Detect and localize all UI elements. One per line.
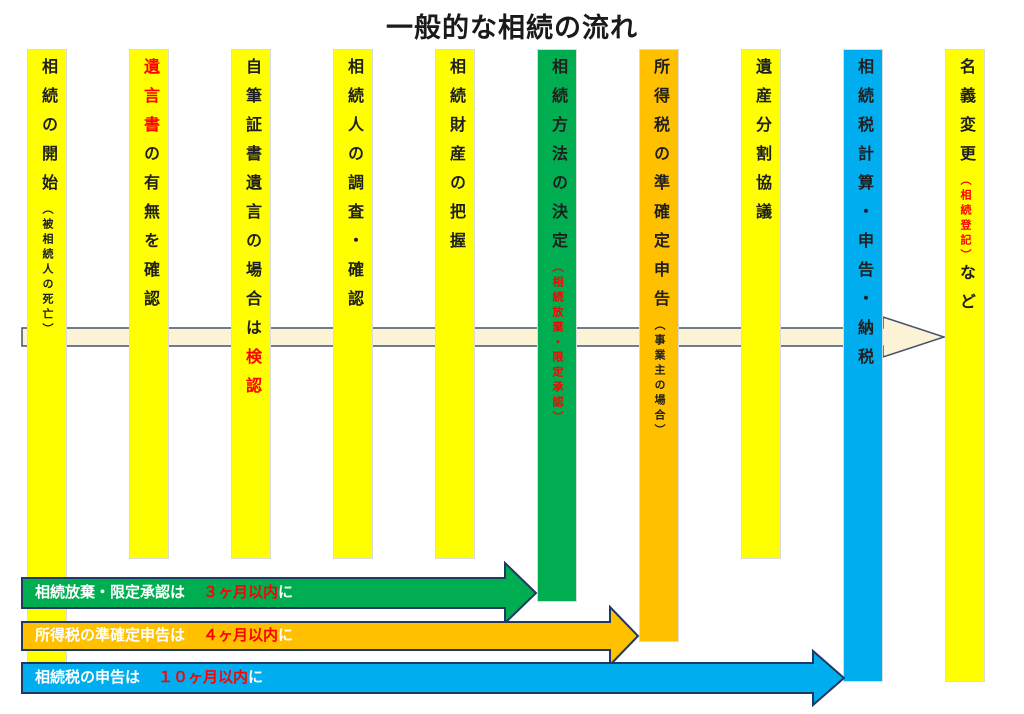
deadline-prefix-text: 所得税の準確定申告は xyxy=(35,627,186,644)
deadline-prefix-text: 相続税の申告は xyxy=(35,669,141,686)
step-heir-investigation-label: 相続人の調査・確認 xyxy=(334,50,372,558)
step-text-part: 遺言書 xyxy=(141,58,158,145)
deadline-4-months-arrow xyxy=(21,604,640,668)
step-holograph-will-probate-column: 自筆証書遺言の場合は検認 xyxy=(231,49,271,559)
step-inheritance-start-column: 相続の開始（被相続人の死亡） xyxy=(27,49,67,662)
step-will-existence-check-label: 遺言書の有無を確認 xyxy=(130,50,168,558)
step-asset-assessment-column: 相続財産の把握 xyxy=(435,49,475,559)
step-method-decision-column: 相続方法の決定（相続放棄・限定承認） xyxy=(537,49,577,602)
step-text-part: 相続方法の決定 xyxy=(549,58,566,261)
step-text-part: 自筆証書遺言の場合は xyxy=(243,58,260,348)
step-income-tax-quasi-final-return-label: 所得税の準確定申告（事業主の場合） xyxy=(640,50,678,641)
step-inheritance-tax-calc-file-pay-column: 相続税計算・申告・納税 xyxy=(843,49,883,682)
step-estate-division-agreement-column: 遺産分割協議 xyxy=(741,49,781,559)
step-text-part: 遺産分割協議 xyxy=(753,58,770,232)
step-text-part: （相続登記） xyxy=(959,174,971,264)
step-method-decision-label: 相続方法の決定（相続放棄・限定承認） xyxy=(538,50,576,601)
step-estate-division-agreement-label: 遺産分割協議 xyxy=(742,50,780,558)
step-text-part: 所得税の準確定申告 xyxy=(651,58,668,319)
deadline-4-months-label: 所得税の準確定申告は ４ヶ月以内に xyxy=(35,625,293,647)
deadline-3-months-label: 相続放棄・限定承認は ３ヶ月以内に xyxy=(35,582,293,604)
step-text-part: など xyxy=(957,264,974,322)
deadline-suffix-text: に xyxy=(248,669,264,686)
deadline-period-text: ４ヶ月以内 xyxy=(203,627,279,644)
deadline-10-months-label: 相続税の申告は １０ヶ月以内に xyxy=(35,667,263,689)
step-text-part: 相続人の調査・確認 xyxy=(345,58,362,319)
deadline-prefix-text: 相続放棄・限定承認は xyxy=(35,584,186,601)
step-holograph-will-probate-label: 自筆証書遺言の場合は検認 xyxy=(232,50,270,558)
step-name-change-label: 名義変更（相続登記）など xyxy=(946,50,984,681)
step-inheritance-start-label: 相続の開始（被相続人の死亡） xyxy=(28,50,66,661)
step-text-part: （事業主の場合） xyxy=(653,319,665,439)
deadline-period-text: １０ヶ月以内 xyxy=(158,669,249,686)
step-text-part: （相続放棄・限定承認） xyxy=(551,261,563,426)
deadline-suffix-text: に xyxy=(278,584,294,601)
deadline-10-months-arrow xyxy=(21,648,846,708)
step-text-part: （被相続人の死亡） xyxy=(41,203,53,338)
step-text-part: 名義変更 xyxy=(957,58,974,174)
page-title: 一般的な相続の流れ xyxy=(386,13,638,43)
step-will-existence-check-column: 遺言書の有無を確認 xyxy=(129,49,169,559)
step-income-tax-quasi-final-return-column: 所得税の準確定申告（事業主の場合） xyxy=(639,49,679,642)
step-text-part: 検認 xyxy=(243,348,260,406)
step-text-part: 相続の開始 xyxy=(39,58,56,203)
deadline-suffix-text: に xyxy=(278,627,294,644)
deadline-period-text: ３ヶ月以内 xyxy=(203,584,279,601)
step-asset-assessment-label: 相続財産の把握 xyxy=(436,50,474,558)
step-heir-investigation-column: 相続人の調査・確認 xyxy=(333,49,373,559)
deadline-3-months-arrow xyxy=(21,560,538,626)
step-text-part: の有無を確認 xyxy=(141,145,158,319)
step-text-part: 相続税計算・申告・納税 xyxy=(855,58,872,377)
step-text-part: 相続財産の把握 xyxy=(447,58,464,261)
step-name-change-column: 名義変更（相続登記）など xyxy=(945,49,985,682)
step-inheritance-tax-calc-file-pay-label: 相続税計算・申告・納税 xyxy=(844,50,882,681)
